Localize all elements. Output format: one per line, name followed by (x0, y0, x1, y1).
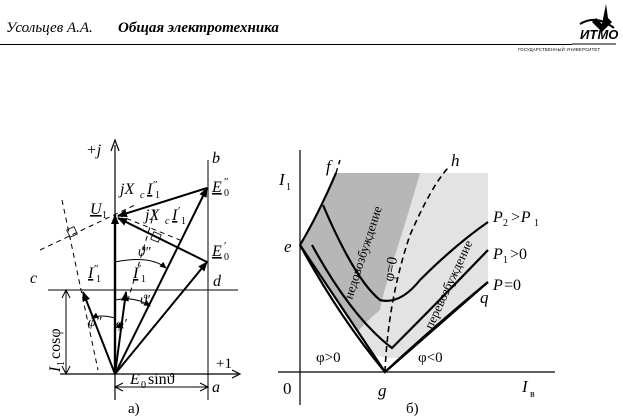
label-x-axis: I в (521, 377, 535, 400)
vector-jxi1p (117, 217, 208, 263)
label-plus-j: +j (86, 142, 102, 159)
svg-text:E: E (211, 179, 222, 196)
label-d: d (213, 273, 222, 290)
label-phi-zero: φ=0 (381, 256, 401, 283)
header-rule (0, 44, 572, 45)
svg-text:I: I (521, 377, 529, 396)
svg-text:sinϑ: sinϑ (148, 371, 175, 388)
label-p0: P =0 (492, 277, 521, 294)
label-e0-sin-theta: E 0 sinϑ (129, 371, 175, 391)
label-q: q (480, 288, 489, 307)
curve-p1 (311, 244, 489, 350)
svg-text:0: 0 (224, 252, 229, 263)
book-title: Общая электротехника (118, 20, 279, 36)
curve-p2 (321, 204, 489, 302)
label-e0p: E ′ 0 (211, 240, 229, 263)
svg-text:E: E (129, 371, 140, 388)
svg-text:1: 1 (503, 255, 508, 266)
svg-text:в: в (530, 389, 535, 400)
svg-text:1: 1 (286, 182, 291, 193)
svg-text:P: P (492, 277, 503, 294)
figure-b: I 1 I в 0 e f h g q недовозбуждение пере… (278, 150, 555, 417)
logo-subtitle: ГОСУДАРСТВЕННЫЙ УНИВЕРСИТЕТ (518, 47, 601, 52)
label-jxc-i1p: jX c I ′ 1 (143, 205, 186, 227)
label-phi-negative: φ<0 (418, 350, 443, 366)
svg-text:jX: jX (143, 207, 160, 224)
caption-b: б) (406, 401, 419, 417)
page-header: Усольцев А.А. Общая электротехника ИТМО … (0, 0, 623, 60)
label-plus-1: +1 (216, 356, 232, 372)
label-p2: P 2 >P 1 (492, 209, 539, 229)
label-h: h (451, 151, 460, 170)
svg-text:″: ″ (153, 179, 158, 191)
svg-text:2: 2 (503, 218, 508, 229)
vector-i1pp (82, 291, 116, 375)
label-b: b (212, 150, 220, 167)
label-i1pp: I ″ 1 (87, 263, 101, 285)
label-f: f (326, 157, 333, 176)
label-i1-cos-phi: I 1 cosφ (47, 328, 67, 373)
curve-phi0 (384, 167, 449, 373)
svg-text:P: P (492, 209, 503, 226)
label-a: a (212, 379, 220, 396)
label-e: e (284, 237, 292, 256)
svg-text:1: 1 (155, 190, 160, 201)
label-y-axis: I 1 (278, 170, 291, 193)
svg-text:″: ″ (94, 263, 99, 275)
svg-text:c: c (165, 216, 170, 227)
itmo-logo-icon (572, 4, 616, 45)
logo-mark: ИТМО (580, 27, 619, 42)
label-i1p: I ′ 1 (132, 263, 146, 285)
label-u1: U 1 (90, 201, 107, 221)
label-jxc-i1pp: jX c I ″ 1 (118, 179, 160, 201)
label-p1: P 1 >0 (492, 246, 527, 266)
vector-e0pp (114, 187, 208, 375)
svg-text:>P: >P (510, 209, 531, 226)
label-origin: 0 (283, 379, 292, 398)
author-name: Усольцев А.А. (6, 20, 93, 36)
label-g: g (378, 381, 387, 400)
svg-text:1: 1 (534, 218, 539, 229)
label-theta-p: ϑ′ (140, 293, 151, 308)
vector-jxi1pp (117, 187, 208, 218)
svg-text:1: 1 (102, 210, 107, 221)
vector-e0p (114, 261, 208, 375)
label-phi-p: φ′ (116, 317, 128, 332)
figure-a: +j +1 b c d a U 1 jX c I ″ 1 jX c I ′ 1 … (30, 138, 242, 417)
svg-text:I: I (47, 366, 64, 373)
label-phi-positive: φ>0 (316, 350, 341, 366)
svg-text:P: P (492, 246, 503, 263)
caption-a: а) (128, 401, 140, 417)
svg-text:I: I (171, 207, 178, 224)
svg-text:′: ′ (139, 263, 141, 275)
svg-text:0: 0 (141, 380, 146, 391)
svg-text:c: c (140, 190, 145, 201)
label-e0pp: E ″ 0 (211, 176, 229, 199)
svg-text:1: 1 (96, 274, 101, 285)
label-theta-pp: ϑ″ (138, 245, 151, 260)
svg-text:I: I (146, 181, 153, 198)
svg-text:cosφ: cosφ (47, 328, 64, 359)
svg-text:E: E (211, 243, 222, 260)
svg-text:I: I (278, 170, 286, 189)
svg-text:I: I (132, 265, 139, 282)
svg-text:jX: jX (118, 181, 135, 198)
svg-text:=0: =0 (504, 277, 521, 294)
svg-text:″: ″ (224, 176, 229, 188)
label-phi-pp: φ″ (88, 315, 102, 330)
svg-text:′: ′ (178, 205, 180, 217)
svg-text:1: 1 (56, 361, 67, 366)
svg-text:U: U (90, 201, 103, 218)
svg-text:1: 1 (181, 216, 186, 227)
svg-text:1: 1 (141, 274, 146, 285)
svg-text:>0: >0 (510, 246, 527, 263)
label-c: c (30, 270, 37, 287)
svg-text:I: I (87, 265, 94, 282)
svg-text:0: 0 (224, 188, 229, 199)
svg-text:′: ′ (224, 240, 226, 252)
vector-i1p (114, 291, 129, 375)
